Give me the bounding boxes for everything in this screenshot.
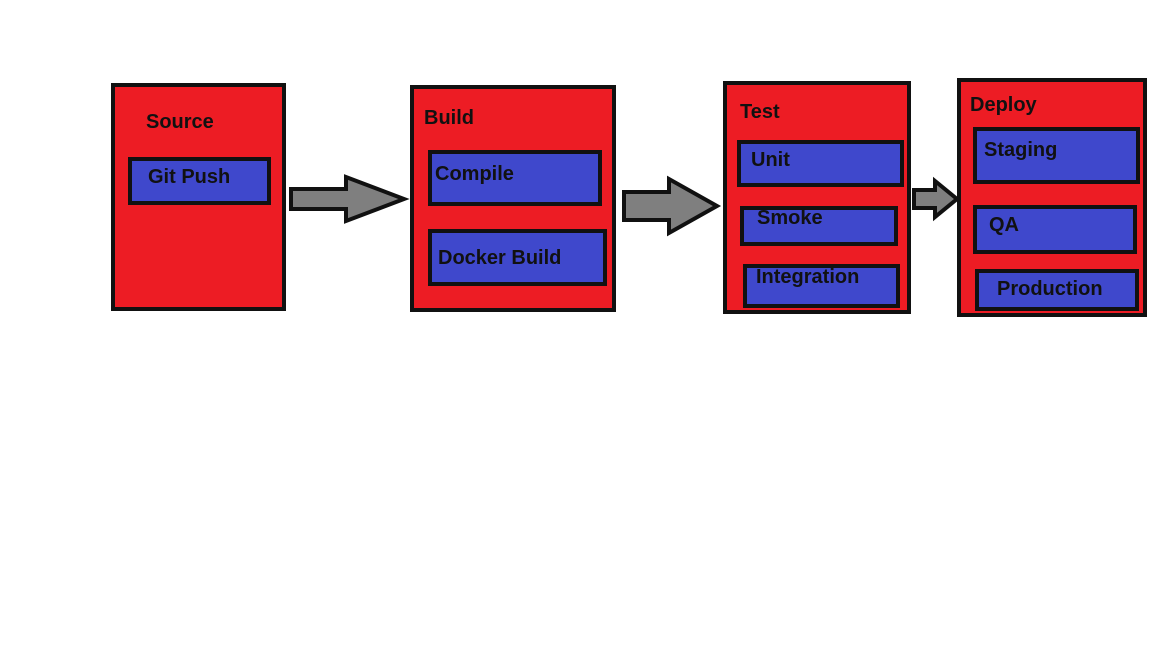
step-label: Git Push [148, 166, 231, 188]
step-label: Compile [435, 163, 514, 185]
step-label: QA [989, 214, 1019, 236]
stage-source: Source Git Push [111, 83, 286, 311]
step-smoke: Smoke [740, 206, 898, 246]
step-staging: Staging [973, 127, 1140, 184]
stage-test: Test Unit Smoke Integration [723, 81, 911, 314]
step-unit: Unit [737, 140, 904, 187]
step-compile: Compile [428, 150, 602, 206]
step-label: Unit [751, 149, 790, 171]
stage-title: Test [740, 101, 780, 123]
arrow-right-icon [289, 174, 410, 224]
step-label: Smoke [757, 207, 823, 229]
step-label: Staging [984, 139, 1058, 161]
arrow-right-icon [622, 175, 722, 237]
arrow-right-icon [912, 176, 961, 222]
stage-title: Source [146, 111, 214, 133]
stage-title: Deploy [970, 94, 1037, 116]
step-git-push: Git Push [128, 157, 271, 205]
stage-title: Build [424, 107, 474, 129]
stage-deploy: Deploy Staging QA Production [957, 78, 1147, 317]
step-qa: QA [973, 205, 1137, 254]
step-production: Production [975, 269, 1139, 311]
step-label: Integration [756, 266, 860, 288]
step-docker-build: Docker Build [428, 229, 607, 286]
step-label: Docker Build [438, 247, 562, 269]
step-integration: Integration [743, 264, 900, 308]
stage-build: Build Compile Docker Build [410, 85, 616, 312]
step-label: Production [997, 278, 1103, 300]
